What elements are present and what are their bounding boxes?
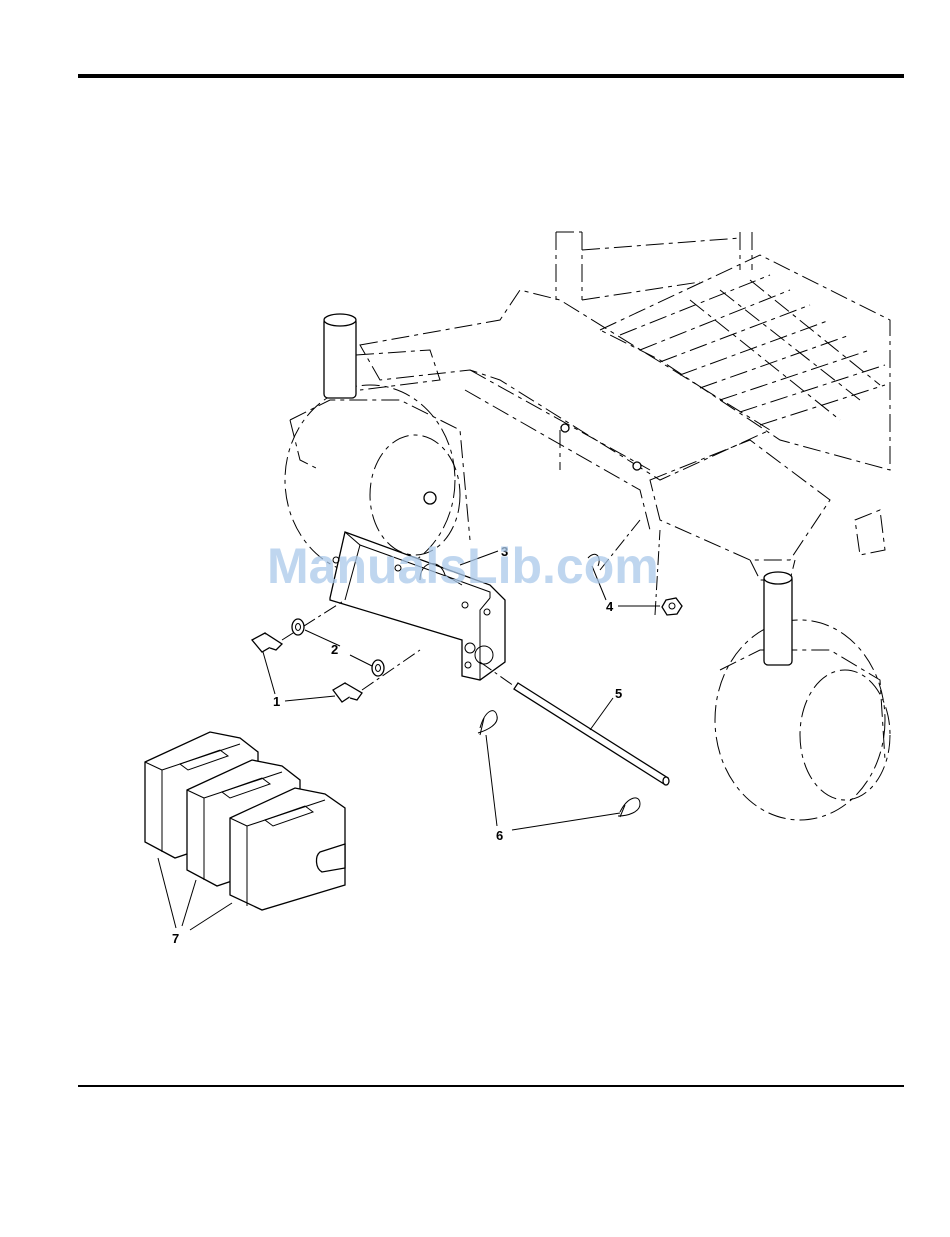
bolt-axis-lower xyxy=(362,650,420,690)
callout-1: 1 xyxy=(273,694,280,709)
watermark-text: ManualsLib.com xyxy=(267,538,659,594)
callout-6: 6 xyxy=(496,828,503,843)
callout-5: 5 xyxy=(615,686,622,701)
part-1-bolts xyxy=(252,633,362,702)
callout-2: 2 xyxy=(331,642,338,657)
callout-4: 4 xyxy=(606,599,614,614)
callout-7: 7 xyxy=(172,931,179,946)
part-7-suitcase-weights xyxy=(145,732,345,910)
part-6-hairpin-clips xyxy=(478,711,640,817)
part-5-pin xyxy=(514,683,669,785)
bottom-rule xyxy=(78,1085,904,1087)
